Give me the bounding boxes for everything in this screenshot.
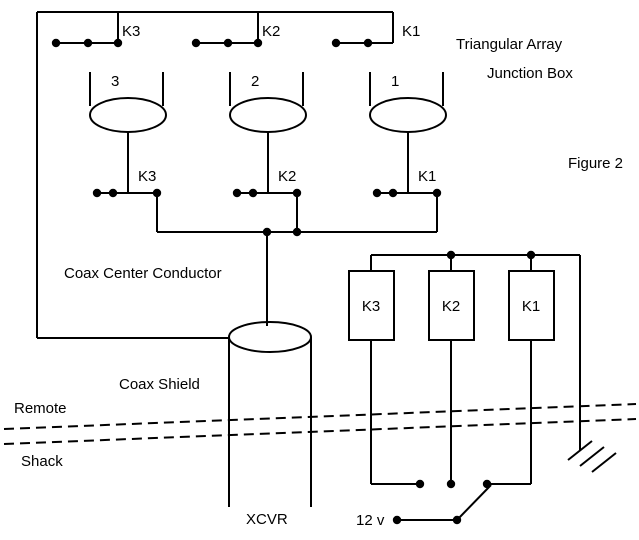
antenna-loop-1: K1 1 K1: [331, 12, 447, 232]
xcvr-label: XCVR: [246, 511, 288, 528]
ground-hatch: [567, 440, 593, 461]
selector-contact-k3: [415, 479, 425, 489]
antenna-loop-2: K2 2 K2: [191, 12, 307, 232]
loop-number: 3: [111, 73, 119, 90]
junction-dot: [526, 250, 536, 260]
coax-cable: [228, 321, 312, 507]
relay-coil-group: K3 K2 K1: [348, 250, 581, 450]
shack-label: Shack: [21, 453, 63, 470]
junction-dot: [363, 38, 373, 48]
boundary-line-lower: [3, 418, 637, 445]
coax-center-conductor-label: Coax Center Conductor: [64, 265, 222, 282]
relay-coil-label: K1: [522, 298, 540, 315]
top-contact-label: K1: [402, 23, 420, 40]
supply-label: 12 v: [356, 512, 385, 529]
title-line-2: Junction Box: [487, 65, 573, 82]
bottom-contact-label: K1: [418, 168, 436, 185]
top-contact-label: K3: [122, 23, 140, 40]
selector-contact-k2: [446, 479, 456, 489]
junction-dot: [331, 38, 341, 48]
junction-dot: [253, 38, 263, 48]
junction-dot: [223, 38, 233, 48]
junction-dot: [113, 38, 123, 48]
junction-dot: [92, 188, 102, 198]
loop-coil: [369, 97, 447, 133]
shield-bus-wiring: [36, 11, 393, 339]
loop-coil: [89, 97, 167, 133]
junction-dot: [372, 188, 382, 198]
center-conductor-bus: [157, 227, 437, 326]
coax-shield-opening: [228, 321, 312, 353]
relay-coil-label: K2: [442, 298, 460, 315]
top-contact-label: K2: [262, 23, 280, 40]
antenna-loop-3: K3 3 K3: [51, 12, 167, 232]
junction-dot: [51, 38, 61, 48]
figure-label: Figure 2: [568, 155, 623, 172]
junction-dot: [83, 38, 93, 48]
coax-shield-label: Coax Shield: [119, 376, 200, 393]
ground-hatch: [591, 452, 617, 473]
title-line-1: Triangular Array: [456, 36, 563, 53]
bottom-contact-label: K3: [138, 168, 156, 185]
junction-dot: [191, 38, 201, 48]
ground-hatch: [579, 446, 605, 467]
loop-number: 2: [251, 73, 259, 90]
annotations: Triangular Array Junction Box Figure 2 C…: [14, 36, 623, 529]
switch-arm: [456, 484, 492, 521]
selector-switch: [392, 484, 492, 525]
junction-dot: [292, 227, 302, 237]
loop-number: 1: [391, 73, 399, 90]
boundary: [3, 403, 637, 445]
boundary-line-upper: [3, 403, 637, 430]
ground-symbol: [567, 440, 617, 473]
bottom-contact-label: K2: [278, 168, 296, 185]
loop-coil: [229, 97, 307, 133]
junction-dot: [248, 188, 258, 198]
junction-dot: [232, 188, 242, 198]
junction-dot: [446, 250, 456, 260]
remote-label: Remote: [14, 400, 67, 417]
junction-dot: [388, 188, 398, 198]
junction-dot: [108, 188, 118, 198]
relay-coil-label: K3: [362, 298, 380, 315]
